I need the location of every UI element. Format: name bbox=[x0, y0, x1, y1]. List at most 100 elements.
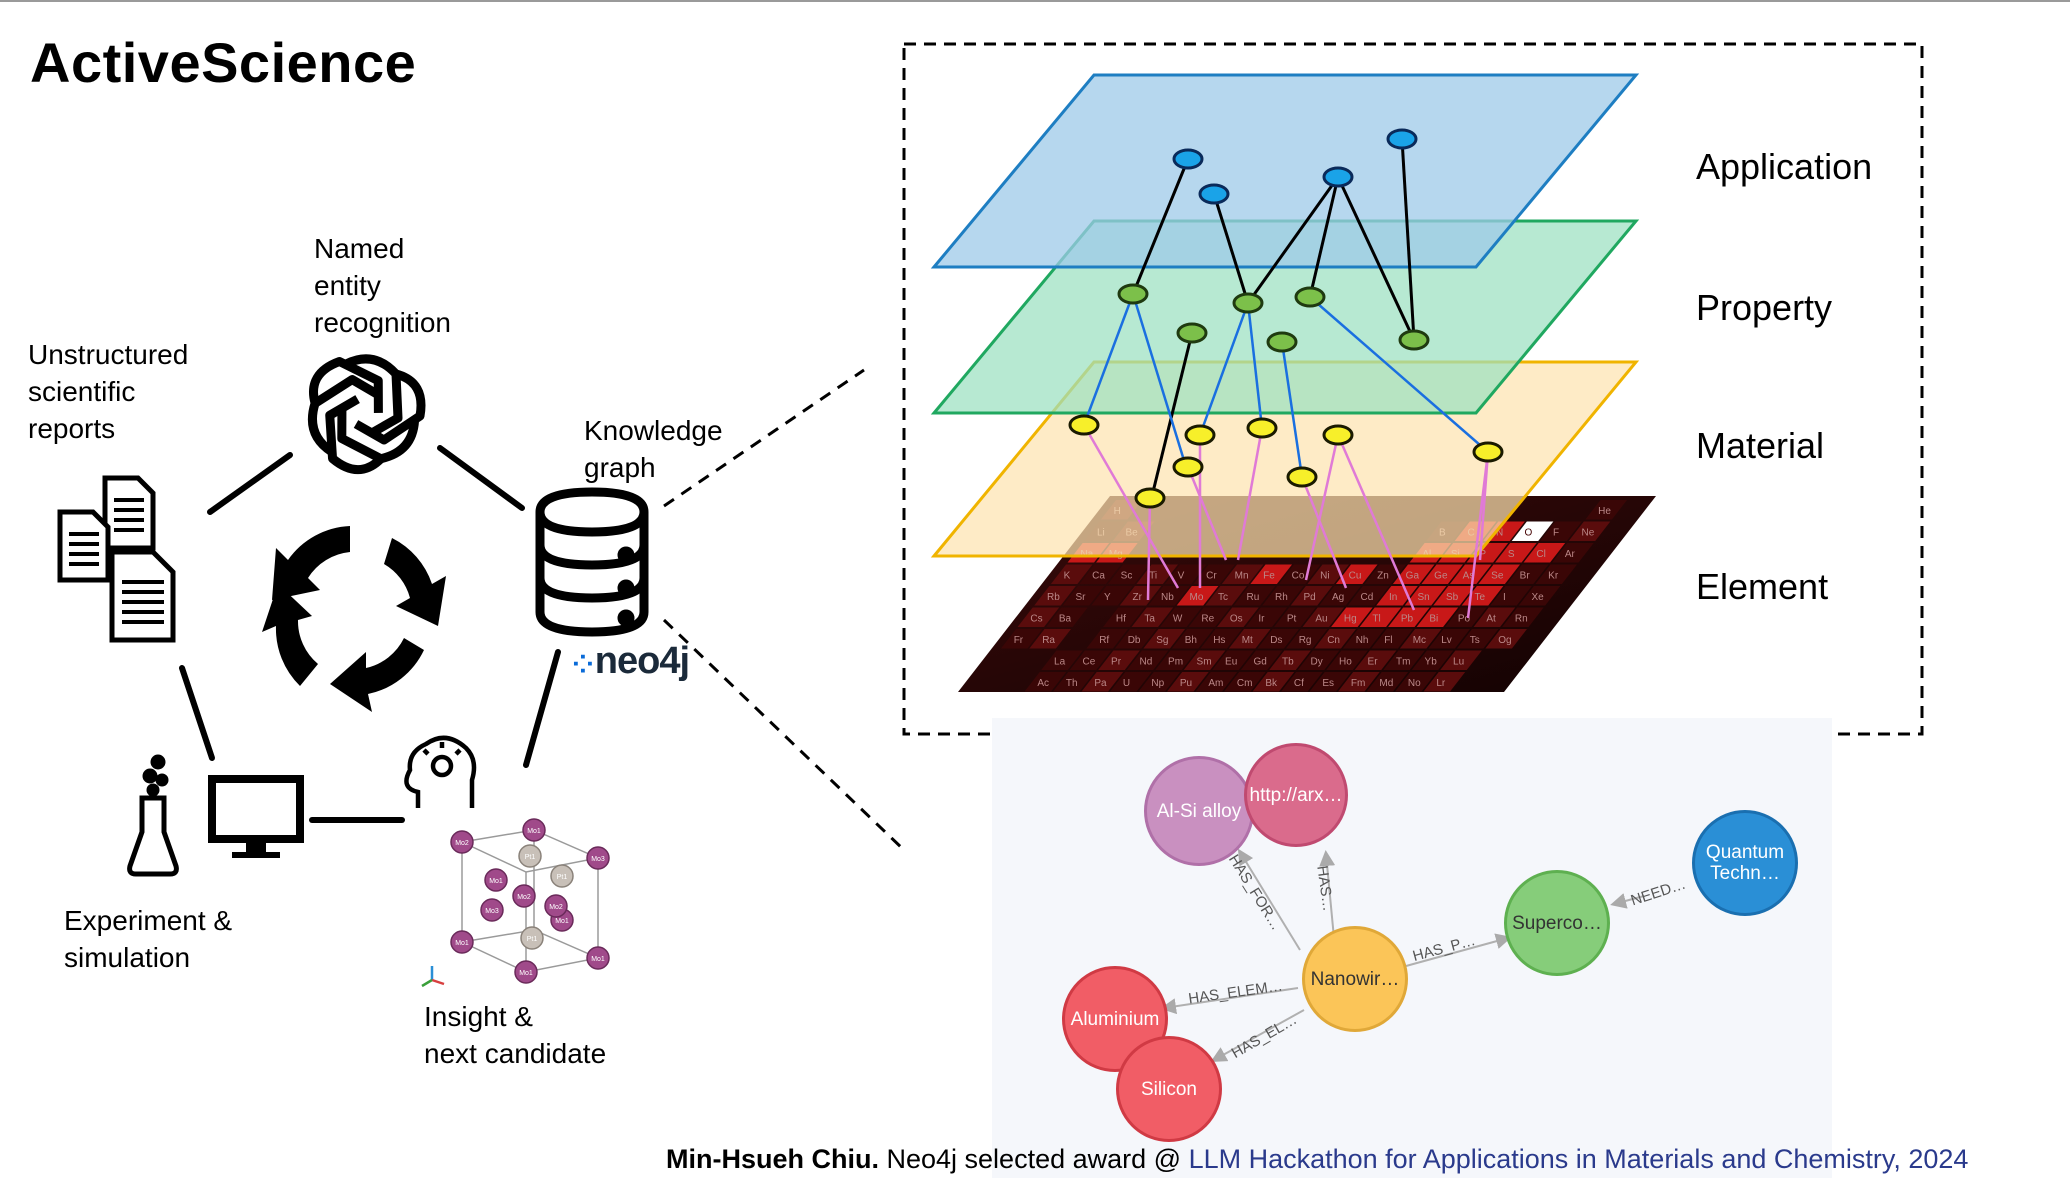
crystal-atom bbox=[586, 846, 610, 870]
crystal-atom bbox=[484, 868, 508, 892]
periodic-symbol: Gd bbox=[1254, 657, 1267, 668]
kg-node-quantum-tech[interactable]: Quantum Techn… bbox=[1692, 810, 1798, 916]
material-nodes bbox=[1068, 414, 1504, 509]
periodic-cell bbox=[1485, 629, 1528, 649]
flask-icon bbox=[127, 754, 179, 877]
periodic-symbol: K bbox=[1064, 571, 1071, 582]
periodic-cell bbox=[1281, 672, 1323, 692]
periodic-cell bbox=[1212, 650, 1254, 670]
kg-node-label: Nanowir… bbox=[1310, 968, 1400, 990]
crystal-atom bbox=[544, 894, 568, 918]
periodic-cell bbox=[1050, 564, 1093, 584]
periodic-cell bbox=[1428, 629, 1471, 649]
periodic-symbol: Pa bbox=[1094, 678, 1107, 689]
kg-node-label: Al-Si alloy bbox=[1156, 800, 1242, 822]
crystal-atom bbox=[518, 844, 542, 868]
periodic-cell bbox=[1347, 586, 1390, 606]
kg-node-al-si-alloy[interactable]: Al-Si alloy bbox=[1144, 756, 1254, 866]
periodic-cell bbox=[1342, 629, 1385, 649]
layer-edges-property-material bbox=[1082, 293, 1489, 478]
periodic-cell bbox=[1297, 650, 1340, 670]
periodic-symbol: Ru bbox=[1247, 592, 1260, 603]
periodic-cell bbox=[1200, 629, 1243, 649]
periodic-symbol: N bbox=[1496, 528, 1503, 539]
periodic-symbol: Sr bbox=[1076, 592, 1087, 603]
property-layer bbox=[930, 219, 1640, 415]
periodic-symbol: Te bbox=[1475, 592, 1486, 603]
kg-node-arxiv-link[interactable]: http://arx… bbox=[1244, 743, 1348, 847]
periodic-cell bbox=[1233, 586, 1276, 606]
periodic-symbol: Hs bbox=[1213, 635, 1225, 646]
periodic-cell bbox=[1309, 672, 1352, 692]
periodic-cell bbox=[1091, 586, 1133, 606]
reports-label: Unstructured scientific reports bbox=[28, 339, 189, 444]
periodic-symbol: Cn bbox=[1327, 635, 1340, 646]
kg-node-label: Superco… bbox=[1512, 912, 1602, 934]
knowledge-graph-label: Knowledge graph bbox=[584, 415, 723, 483]
periodic-symbol: Cr bbox=[1206, 571, 1217, 582]
crystal-atom bbox=[450, 930, 474, 954]
periodic-symbol: Pt bbox=[1287, 614, 1297, 625]
periodic-cell bbox=[1081, 672, 1124, 692]
periodic-symbol: Zn bbox=[1377, 571, 1389, 582]
periodic-symbol: Y bbox=[1104, 592, 1111, 603]
periodic-symbol: Tm bbox=[1396, 657, 1410, 668]
periodic-cell bbox=[1383, 650, 1425, 670]
periodic-cell bbox=[1195, 672, 1238, 692]
periodic-symbol: Au bbox=[1315, 614, 1327, 625]
periodic-cell bbox=[1119, 586, 1162, 606]
periodic-symbol: Mo bbox=[1190, 592, 1204, 603]
top-border bbox=[0, 0, 2070, 2]
crystal-atom bbox=[480, 898, 504, 922]
periodic-cell bbox=[1278, 564, 1321, 584]
periodic-symbol: Pb bbox=[1401, 614, 1414, 625]
periodic-cell bbox=[1421, 564, 1464, 584]
periodic-symbol: Rb bbox=[1047, 592, 1060, 603]
periodic-symbol: Rg bbox=[1299, 635, 1312, 646]
openai-logo-icon bbox=[307, 354, 426, 475]
database-icon bbox=[535, 487, 649, 637]
periodic-symbol: Mn bbox=[1235, 571, 1249, 582]
page-title: ActiveScience bbox=[30, 31, 417, 94]
periodic-symbol: He bbox=[1598, 506, 1611, 517]
periodic-symbol: Ac bbox=[1037, 678, 1049, 689]
periodic-cell bbox=[1416, 607, 1459, 627]
periodic-cell bbox=[1518, 586, 1561, 606]
periodic-cell bbox=[1110, 672, 1152, 692]
periodic-symbol: Fr bbox=[1014, 635, 1024, 646]
crystal-atom-label: Pt1 bbox=[525, 854, 536, 861]
periodic-cell bbox=[1456, 629, 1499, 649]
periodic-symbol: Cf bbox=[1294, 678, 1304, 689]
periodic-cell bbox=[1041, 650, 1083, 670]
periodic-cell bbox=[1053, 672, 1095, 692]
footer-event-link[interactable]: LLM Hackathon for Applications in Materi… bbox=[1188, 1144, 1969, 1174]
periodic-symbol: Ra bbox=[1042, 635, 1055, 646]
kg-node-label: Aluminium bbox=[1070, 1008, 1160, 1030]
periodic-symbol: Nh bbox=[1356, 635, 1369, 646]
periodic-cell bbox=[1535, 564, 1578, 584]
periodic-cell bbox=[1326, 650, 1368, 670]
periodic-symbol: Cu bbox=[1349, 571, 1362, 582]
crystal-atoms: Mo1Pt1Mo2Mo3Mo1Pt1Mo2Mo1Mo3Mo1Mo1Pt1Mo1M… bbox=[450, 818, 610, 984]
periodic-cell bbox=[1069, 650, 1112, 670]
periodic-symbol: Ts bbox=[1470, 635, 1480, 646]
crystal-atom-label: Mo2 bbox=[455, 840, 469, 847]
periodic-symbol: W bbox=[1173, 614, 1183, 625]
periodic-symbol: As bbox=[1463, 571, 1475, 582]
head-lightbulb-icon bbox=[404, 735, 477, 808]
periodic-symbol: Ga bbox=[1406, 571, 1420, 582]
periodic-symbol: F bbox=[1553, 528, 1559, 539]
kg-node-superconductor[interactable]: Superco… bbox=[1504, 870, 1610, 976]
kg-node-nanowire[interactable]: Nanowir… bbox=[1302, 926, 1408, 1032]
periodic-symbol: No bbox=[1408, 678, 1421, 689]
periodic-cell bbox=[1167, 672, 1209, 692]
periodic-symbol: Cs bbox=[1030, 614, 1042, 625]
kg-node-silicon[interactable]: Silicon bbox=[1116, 1036, 1222, 1142]
crystal-atom-label: Mo1 bbox=[489, 878, 503, 885]
periodic-symbol: Ni bbox=[1320, 571, 1329, 582]
periodic-cell bbox=[1171, 629, 1214, 649]
crystal-atom-label: Pt1 bbox=[527, 936, 538, 943]
periodic-cell bbox=[1086, 629, 1129, 649]
property-nodes bbox=[1117, 283, 1430, 353]
periodic-symbol: U bbox=[1123, 678, 1130, 689]
